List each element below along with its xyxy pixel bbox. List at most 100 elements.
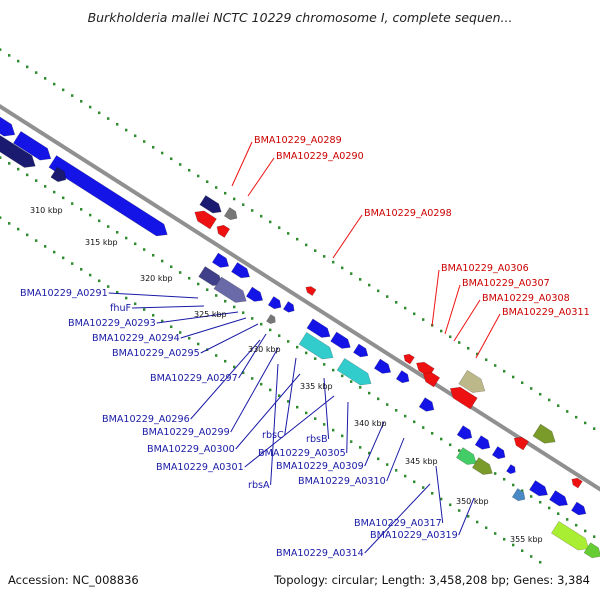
tick-dot	[314, 357, 317, 360]
tick-dot	[161, 259, 164, 263]
tick-dot	[278, 226, 281, 229]
tick-dot	[503, 537, 506, 541]
tick-dot	[341, 434, 344, 438]
tick-dot	[314, 417, 317, 420]
tick-dot	[53, 250, 56, 254]
tick-dot	[71, 262, 74, 265]
tick-dot	[305, 351, 308, 355]
tick-dot	[89, 105, 92, 109]
tick-dot	[179, 163, 182, 166]
tick-dot	[305, 243, 308, 247]
cds-feature	[491, 446, 506, 460]
tick-dot	[458, 341, 461, 344]
leader-line	[230, 347, 279, 433]
cds-feature	[213, 276, 247, 303]
tick-dot	[323, 255, 326, 258]
tick-dot	[476, 352, 479, 356]
gene-label: BMA10229_A0306	[441, 263, 529, 274]
tick-dot	[44, 245, 47, 248]
tick-dot	[233, 197, 236, 201]
tick-dot	[386, 403, 389, 406]
tick-dot	[170, 325, 173, 329]
tick-dot	[206, 288, 209, 292]
tick-dot	[431, 432, 434, 435]
leader-line	[444, 284, 461, 335]
cds-feature	[352, 343, 369, 358]
gene-label: BMA10229_A0298	[364, 208, 452, 219]
tick-dot	[593, 427, 596, 430]
tick-dot	[359, 386, 362, 389]
gene-label: BMA10229_A0293	[68, 318, 156, 329]
leader-line	[231, 141, 253, 187]
tick-dot	[575, 415, 578, 419]
tick-dot	[8, 162, 11, 165]
tick-dot	[116, 231, 119, 234]
tick-dot	[233, 365, 236, 369]
gene-label: BMA10229_A0307	[462, 278, 550, 289]
cds-feature	[194, 210, 217, 230]
tick-dot	[0, 216, 2, 219]
tick-dot	[296, 237, 299, 241]
accession-text: Accession: NC_008836	[8, 573, 139, 587]
gene-label: BMA10229_A0311	[502, 307, 590, 318]
tick-dot	[494, 472, 497, 475]
tick-dot	[215, 354, 218, 357]
leader-line	[475, 313, 501, 359]
leader-line	[235, 373, 301, 450]
cds-feature	[532, 423, 556, 444]
tick-dot	[449, 503, 452, 507]
cds-feature	[455, 447, 477, 465]
tick-dot	[485, 358, 488, 362]
cds-feature	[550, 520, 590, 551]
tick-dot	[188, 168, 191, 172]
tick-dot	[17, 167, 20, 171]
tick-dot	[539, 560, 542, 564]
tick-dot	[503, 369, 506, 373]
gene-label: BMA10229_A0290	[276, 151, 364, 162]
tick-dot	[485, 526, 488, 530]
tick-dot	[125, 236, 128, 240]
cds-feature	[216, 224, 231, 238]
label-leader-lines	[108, 141, 501, 554]
cds-feature	[418, 397, 435, 412]
cds-feature	[395, 370, 410, 384]
tick-dot	[386, 463, 389, 466]
cds-feature	[474, 435, 491, 450]
gene-label: rbsC	[262, 430, 284, 441]
tick-dot	[440, 329, 443, 333]
tick-dot	[323, 363, 326, 366]
tick-dot	[386, 295, 389, 298]
tick-dot	[98, 219, 101, 223]
cds-feature	[199, 195, 222, 214]
tick-dot	[197, 342, 200, 346]
leader-line	[431, 269, 440, 327]
tick-dot	[548, 506, 551, 510]
tick-dot	[332, 368, 335, 372]
tick-dot	[98, 111, 101, 115]
gene-label: BMA10229_A0289	[254, 135, 342, 146]
cds-feature	[471, 457, 493, 475]
leader-line	[458, 497, 475, 536]
tick-label: 310 kbp	[30, 206, 63, 215]
tick-dot	[251, 377, 254, 380]
tick-dot	[368, 391, 371, 395]
tick-dot	[548, 398, 551, 402]
tick-dot	[143, 308, 146, 311]
tick-dot	[35, 179, 38, 182]
cds-feature	[570, 501, 587, 516]
tick-dot	[80, 268, 83, 271]
tick-dot	[413, 480, 416, 484]
tick-label: 330 kbp	[248, 345, 281, 354]
cds-feature	[511, 488, 526, 502]
cds-feature	[330, 331, 351, 349]
tick-dot	[287, 232, 290, 235]
gene-label: rbsB	[306, 434, 328, 445]
tick-dot	[26, 173, 29, 177]
tick-dot	[17, 59, 20, 63]
cds-feature	[306, 318, 331, 338]
tick-dot	[512, 375, 515, 379]
tick-dot	[413, 312, 416, 316]
cds-feature	[48, 155, 168, 237]
